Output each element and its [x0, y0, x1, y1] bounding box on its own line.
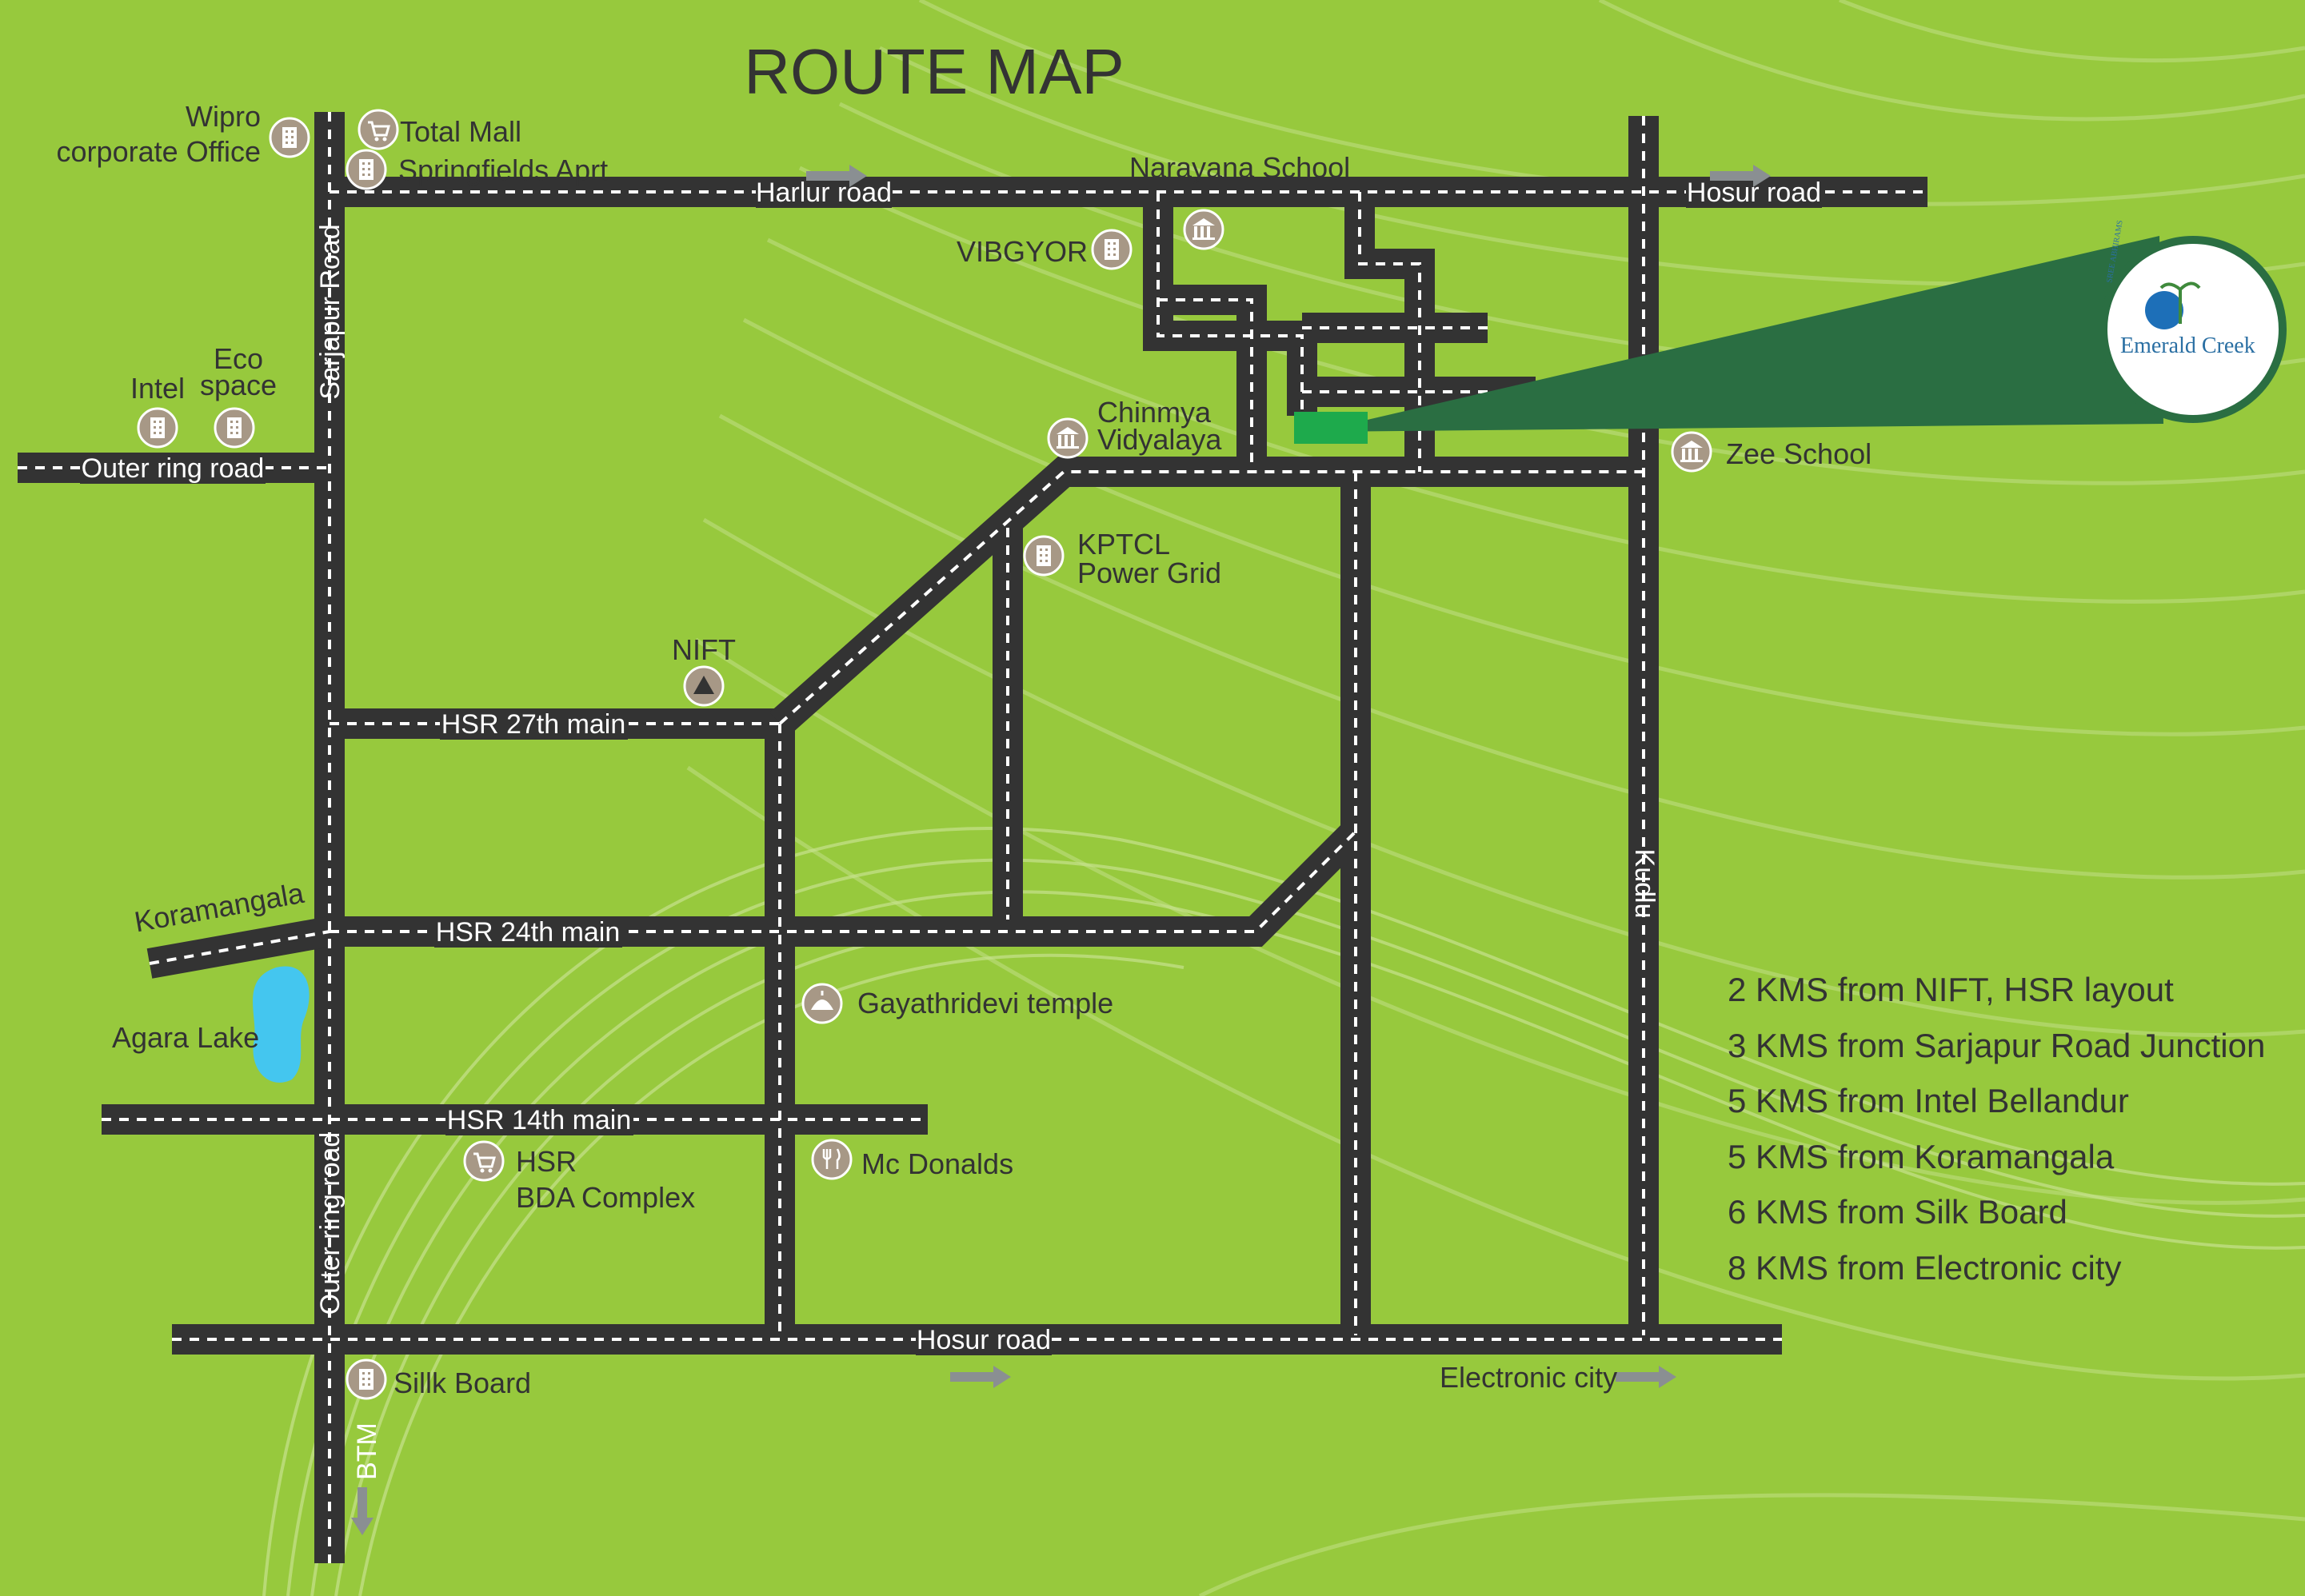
distance-item: 2 KMS from NIFT, HSR layout: [1728, 971, 2174, 1008]
building-icon: [346, 149, 387, 190]
project-site-marker: [1294, 412, 1368, 444]
label-springfields: Springfields Aprt: [398, 154, 608, 186]
label-hsr-27th-main: HSR 27th main: [441, 709, 626, 740]
label-sarjapur-road: Sarjapur Road: [315, 224, 346, 399]
temple-icon: [801, 983, 843, 1024]
building-icon: [269, 117, 310, 158]
distance-item: 3 KMS from Sarjapur Road Junction: [1728, 1027, 2265, 1064]
label-mc-donalds: Mc Donalds: [861, 1147, 1013, 1180]
label-wipro: Wipro: [186, 100, 261, 133]
label-bda-complex: BDA Complex: [516, 1181, 695, 1214]
label-btm: BTM: [352, 1422, 382, 1480]
label-vibgyor: VIBGYOR: [957, 235, 1088, 268]
school-icon: [1047, 417, 1089, 459]
cart-icon: [463, 1140, 505, 1182]
label-outer-ring-road-left: Outer ring road: [82, 453, 265, 484]
label-nift: NIFT: [672, 633, 736, 666]
label-zee-school: Zee School: [1726, 437, 1872, 470]
location-beam: [1316, 236, 2163, 432]
fork-knife-icon: [811, 1139, 853, 1180]
label-hosur-road-bottom: Hosur road: [917, 1325, 1051, 1355]
label-hsr-24th-main: HSR 24th main: [436, 917, 621, 948]
building-icon: [346, 1359, 387, 1400]
label-intel: Intel: [130, 372, 185, 405]
logo-name: Emerald Creek: [2120, 333, 2255, 358]
building-icon: [1091, 229, 1133, 270]
school-icon: [1183, 209, 1224, 250]
label-space: space: [200, 369, 277, 401]
palm-tree-icon: [2159, 281, 2201, 324]
agara-lake: [253, 966, 310, 1083]
distance-item: 5 KMS from Koramangala: [1728, 1138, 2115, 1175]
label-silk-board: Sillk Board: [393, 1367, 531, 1399]
label-narayana-school: Narayana School: [1129, 151, 1350, 184]
building-icon: [137, 407, 178, 449]
label-total-mall: Total Mall: [400, 115, 521, 148]
road-labels: Harlur road Hosur road Sarjapur Road Out…: [80, 178, 1822, 1480]
emerald-creek-logo: SREE ABHIRAMS Emerald Creek: [2099, 220, 2287, 423]
label-gayathridevi-temple: Gayathridevi temple: [857, 987, 1113, 1019]
cart-icon: [358, 109, 399, 150]
label-electronic-city: Electronic city: [1440, 1361, 1617, 1394]
label-wipro-office: corporate Office: [57, 135, 261, 168]
label-power-grid: Power Grid: [1077, 557, 1221, 589]
label-harlur-road: Harlur road: [756, 178, 892, 208]
label-hsr: HSR: [516, 1145, 577, 1178]
poi-labels: Wipro corporate Office Total Mall Spring…: [57, 100, 1872, 1399]
wave-logo-icon: [2145, 291, 2183, 329]
school-icon: [1671, 431, 1712, 473]
label-vidyalaya: Vidyalaya: [1097, 423, 1222, 456]
label-chinmya: Chinmya: [1097, 396, 1212, 429]
label-agara-lake: Agara Lake: [112, 1021, 259, 1054]
label-kptcl: KPTCL: [1077, 528, 1170, 561]
distance-item: 5 KMS from Intel Bellandur: [1728, 1082, 2129, 1119]
nift-icon: [683, 665, 725, 707]
label-kudlu: Kudlu: [1629, 849, 1660, 919]
building-icon: [1023, 535, 1065, 577]
distance-item: 8 KMS from Electronic city: [1728, 1249, 2121, 1287]
label-hsr-14th-main: HSR 14th main: [447, 1105, 632, 1135]
distance-item: 6 KMS from Silk Board: [1728, 1193, 2067, 1231]
building-icon: [214, 407, 255, 449]
label-eco: Eco: [214, 342, 263, 375]
page-title: ROUTE MAP: [744, 36, 1125, 107]
distance-list: 2 KMS from NIFT, HSR layout 3 KMS from S…: [1728, 971, 2265, 1287]
label-outer-ring-road-vertical: Outer ring road: [315, 1132, 346, 1315]
